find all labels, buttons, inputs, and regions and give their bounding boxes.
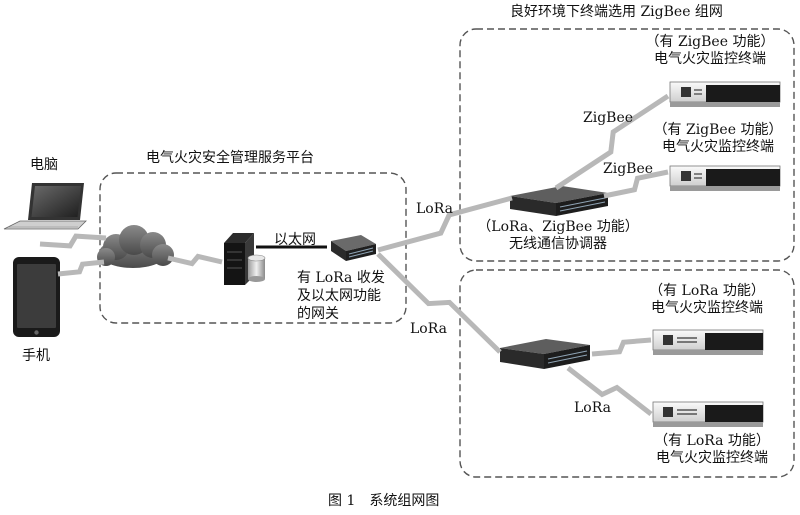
coordinator-zigbee1-link bbox=[554, 93, 670, 191]
lora-terminal-2-icon bbox=[652, 401, 764, 427]
gateway-switch-icon bbox=[331, 235, 376, 261]
wireless-links bbox=[39, 93, 670, 416]
gateway-label-line-1: 有 LoRa 收发 bbox=[297, 270, 385, 286]
lora-link-lower-label: LoRa bbox=[410, 321, 447, 337]
laptop-icon bbox=[3, 183, 87, 230]
switch-lora2-link bbox=[566, 366, 653, 416]
lora-terminal-2-label: （有 LoRa 功能） 电气火灾监控终端 bbox=[632, 433, 792, 467]
lora-group-box bbox=[459, 269, 795, 478]
zigbee-link-1-label: ZigBee bbox=[583, 110, 634, 126]
lora-terminal-1-label-line-2: 电气火灾监控终端 bbox=[651, 300, 763, 316]
lora-terminal-1-label: （有 LoRa 功能） 电气火灾监控终端 bbox=[632, 283, 782, 317]
zigbee-terminal-2-label: （有 ZigBee 功能） 电气火灾监控终端 bbox=[638, 122, 798, 156]
phone-cloud-link bbox=[57, 259, 105, 277]
lora-terminal-1-icon bbox=[652, 329, 764, 355]
coordinator-zigbee2-link bbox=[603, 169, 669, 199]
cloud-icon bbox=[97, 225, 174, 268]
zigbee-terminal-1-label-line-2: 电气火灾监控终端 bbox=[654, 51, 766, 67]
coordinator-switch-icon bbox=[510, 186, 608, 216]
phone-icon bbox=[13, 257, 60, 337]
phone-label: 手机 bbox=[22, 348, 50, 364]
cloud-server-link bbox=[167, 253, 223, 267]
gateway-coordinator-link bbox=[377, 195, 513, 253]
coordinator-label-line-2: 无线通信协调器 bbox=[509, 236, 607, 252]
lora-switch-icon bbox=[500, 339, 590, 369]
zigbee-group-title: 良好环境下终端选用 ZigBee 组网 bbox=[510, 4, 723, 20]
coordinator-label-line-1: （LoRa、ZigBee 功能） bbox=[477, 219, 639, 235]
lora-terminal-1-label-line-1: （有 LoRa 功能） bbox=[649, 283, 765, 299]
ethernet-label: 以太网 bbox=[274, 232, 316, 248]
figure-caption: 图 1 系统组网图 bbox=[328, 493, 440, 509]
lora-terminal-2-label-line-1: （有 LoRa 功能） bbox=[654, 433, 770, 449]
gateway-label-line-2: 及以太网功能 bbox=[297, 288, 381, 304]
coordinator-label: （LoRa、ZigBee 功能） 无线通信协调器 bbox=[468, 219, 648, 253]
database-icon bbox=[247, 254, 266, 282]
platform-group-box bbox=[99, 172, 407, 324]
switch-lora1-link bbox=[591, 337, 652, 357]
zigbee-terminal-1-label-line-1: （有 ZigBee 功能） bbox=[645, 34, 775, 50]
gateway-label-line-3: 的网关 bbox=[297, 306, 339, 322]
zigbee-terminal-2-label-line-2: 电气火灾监控终端 bbox=[662, 139, 774, 155]
zigbee-terminal-1-icon bbox=[669, 81, 781, 107]
lora-link-upper-label: LoRa bbox=[416, 201, 453, 217]
zigbee-terminal-2-label-line-1: （有 ZigBee 功能） bbox=[653, 122, 783, 138]
gateway-label: 有 LoRa 收发 及以太网功能 的网关 bbox=[297, 269, 385, 323]
zigbee-terminal-1-label: （有 ZigBee 功能） 电气火灾监控终端 bbox=[630, 34, 790, 68]
computer-label: 电脑 bbox=[30, 157, 58, 173]
lora-link-terminal-label: LoRa bbox=[574, 400, 611, 416]
zigbee-link-2-label: ZigBee bbox=[603, 161, 654, 177]
zigbee-terminal-2-icon bbox=[669, 165, 781, 191]
laptop-cloud-link bbox=[39, 233, 107, 249]
gateway-lora-switch-link bbox=[376, 252, 502, 354]
lora-terminal-2-label-line-2: 电气火灾监控终端 bbox=[656, 450, 768, 466]
platform-title: 电气火灾安全管理服务平台 bbox=[146, 150, 314, 166]
